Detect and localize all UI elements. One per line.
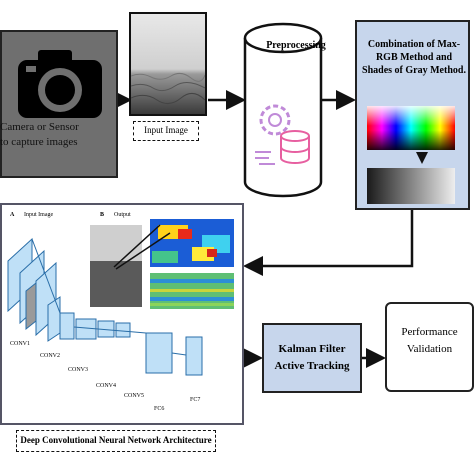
performance-validation-box: Performance Validation bbox=[385, 302, 474, 392]
input-image-photo bbox=[129, 12, 207, 116]
panel-b-title: Output bbox=[114, 212, 131, 218]
arrow-combination-to-cnn bbox=[243, 210, 414, 276]
preprocessing-cylinder bbox=[243, 22, 323, 198]
camera-icon bbox=[18, 50, 102, 118]
kalman-line1: Kalman Filter bbox=[278, 343, 346, 355]
cnn-caption: Deep Convolutional Neural Network Archit… bbox=[16, 430, 216, 452]
layer-label-conv2: CONV2 bbox=[40, 353, 60, 359]
camera-label-line2: to capture images bbox=[0, 136, 78, 148]
panel-a-title: Input Image bbox=[24, 212, 53, 218]
output-heatmap-top bbox=[150, 219, 234, 267]
performance-line2: Validation bbox=[406, 343, 453, 355]
panel-a-letter: A bbox=[10, 212, 15, 218]
cnn-diagram: A Input Image B Output bbox=[7, 212, 234, 412]
preprocessing-title: Preprocessing bbox=[266, 40, 326, 51]
layer-label-fc7: FC7 bbox=[190, 397, 200, 403]
layer-label-conv5: CONV5 bbox=[124, 393, 144, 399]
layer-label-fc6: FC6 bbox=[154, 406, 164, 412]
layer-label-conv4: CONV4 bbox=[96, 383, 116, 389]
performance-line1: Performance bbox=[401, 326, 458, 338]
panel-b-letter: B bbox=[100, 212, 104, 218]
camera-sensor-box bbox=[0, 30, 118, 178]
layer-label-conv3: CONV3 bbox=[68, 367, 88, 373]
camera-label: Camera or Sensor to capture images bbox=[0, 120, 118, 150]
color-gradients bbox=[367, 106, 455, 204]
input-image-label: Input Image bbox=[133, 121, 199, 141]
gear-database-icon bbox=[255, 104, 310, 165]
camera-label-line1: Camera or Sensor bbox=[0, 121, 79, 133]
layer-label-conv1: CONV1 bbox=[10, 341, 30, 347]
combination-title: Combination of Max-RGB Method and Shades… bbox=[362, 39, 466, 76]
output-heatmap-bottom bbox=[150, 273, 234, 309]
kalman-filter-box: Kalman Filter Active Tracking bbox=[262, 323, 362, 393]
kalman-line2: Active Tracking bbox=[274, 360, 350, 372]
cnn-layers bbox=[7, 237, 203, 376]
